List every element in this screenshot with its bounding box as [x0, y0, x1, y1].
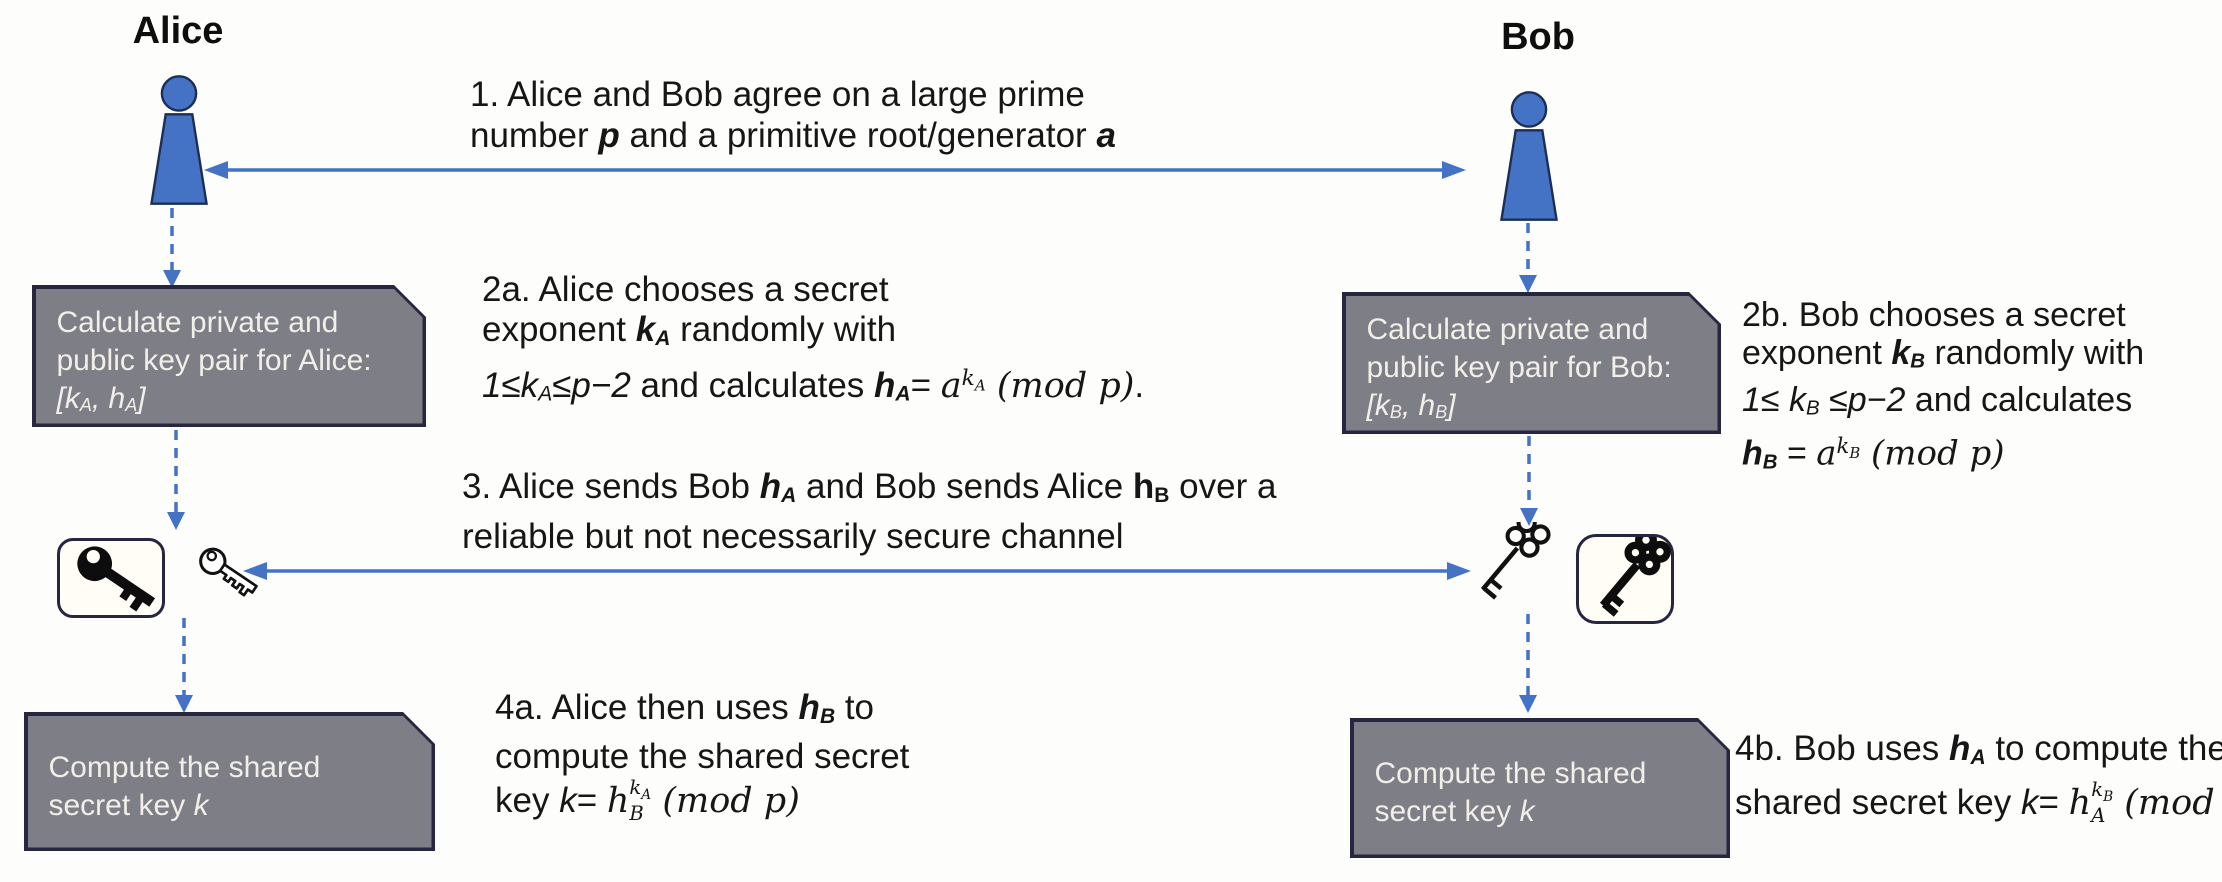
step4b-line1: 4b. Bob uses hA to compute the — [1735, 729, 2222, 769]
alice-public-key-icon — [199, 547, 258, 597]
step2b-line4: hB = akB (mod p) — [1742, 433, 2005, 474]
step3-text: 3. Alice sends Bob hA and Bob sends Alic… — [462, 466, 1276, 557]
step3-line2: reliable but not necessarily secure chan… — [462, 516, 1124, 556]
alice-flow-arrow-1 — [163, 208, 181, 288]
step4a-text: 4a. Alice then uses hB to compute the sh… — [495, 688, 909, 825]
step1-line1: 1. Alice and Bob agree on a large prime — [470, 75, 1085, 114]
bob-keypair-line1: Calculate private and — [1366, 312, 1649, 346]
step2a-text: 2a. Alice chooses a secret exponent kA r… — [482, 270, 1144, 414]
bob-secret-line2: secret key k — [1374, 794, 1535, 828]
alice-keypair-line1: Calculate private and — [56, 305, 339, 339]
alice-secret-line2: secret key k — [48, 788, 209, 822]
step2a-line1: 2a. Alice chooses a secret — [482, 270, 889, 309]
bob-keypair-line3: [kB, hB] — [1366, 388, 1456, 422]
bob-flow-arrow-2 — [1520, 436, 1538, 526]
step1-line2: number p and a primitive root/generator … — [470, 116, 1116, 155]
step1-exchange-arrow — [204, 161, 1466, 179]
alice-shared-secret-box: Compute the shared secret key k — [24, 712, 435, 851]
step3-exchange-arrow — [243, 562, 1471, 580]
bob-private-key-icon — [1576, 529, 1674, 624]
step2a-line2: exponent kA randomly with — [482, 310, 897, 350]
alice-label: Alice — [132, 10, 224, 52]
step2b-line1: 2b. Bob chooses a secret — [1742, 296, 2126, 334]
alice-flow-arrow-3 — [175, 618, 193, 713]
alice-secret-line1: Compute the shared — [48, 750, 321, 784]
bob-shared-secret-box: Compute the shared secret key k — [1350, 718, 1730, 858]
alice-private-key-icon — [57, 538, 165, 618]
alice-keypair-box: Calculate private and public key pair fo… — [32, 285, 426, 427]
alice-person-icon — [150, 75, 208, 205]
alice-keypair-line3: [kA, hA] — [56, 381, 146, 415]
bob-label: Bob — [1501, 16, 1575, 58]
bob-flow-arrow-3 — [1519, 614, 1537, 713]
bob-keypair-box: Calculate private and public key pair fo… — [1342, 292, 1721, 434]
bob-secret-line1: Compute the shared — [1374, 756, 1647, 790]
step4b-text: 4b. Bob uses hA to compute the shared se… — [1735, 728, 2222, 827]
step4a-line1: 4a. Alice then uses hB to — [495, 688, 875, 728]
step2b-line3: 1≤ kB ≤p−2 and calculates — [1742, 380, 2133, 420]
bob-public-key-icon — [1480, 522, 1551, 600]
step2b-text: 2b. Bob chooses a secret exponent kB ran… — [1742, 296, 2144, 482]
step1-text: 1. Alice and Bob agree on a large prime … — [470, 74, 1116, 156]
step2a-line3: 1≤kA≤p−2 and calculates hA= akA (mod p). — [482, 365, 1145, 406]
step3-line1: 3. Alice sends Bob hA and Bob sends Alic… — [462, 467, 1277, 507]
step4a-line2: compute the shared secret — [495, 736, 910, 776]
bob-keypair-line2: public key pair for Bob: — [1366, 350, 1672, 384]
bob-flow-arrow-1 — [1519, 223, 1537, 293]
alice-keypair-line2: public key pair for Alice: — [56, 343, 372, 377]
bob-person-icon — [1500, 91, 1558, 221]
step2b-line2: exponent kB randomly with — [1742, 334, 2145, 373]
alice-flow-arrow-2 — [167, 430, 185, 530]
